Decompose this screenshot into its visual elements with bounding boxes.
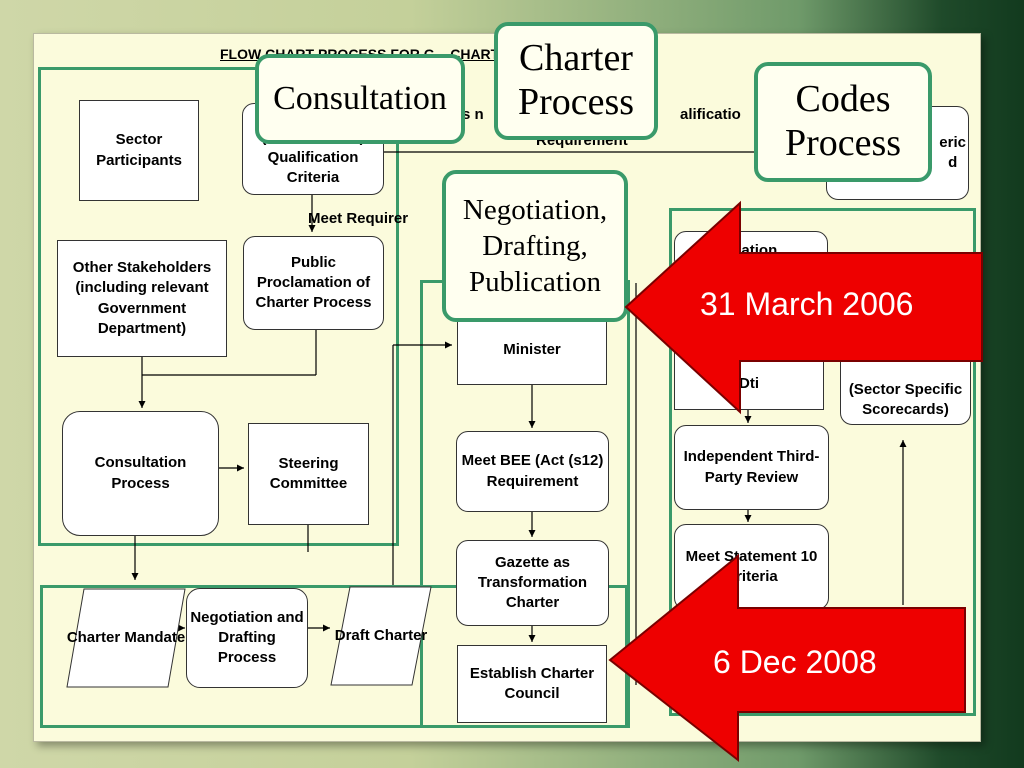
draft-charter-label: Draft Charter <box>334 626 428 644</box>
consultation-callout: Consultation <box>255 54 465 144</box>
consultation-process-box: Consultation Process <box>62 411 219 536</box>
meet-bee-box: Meet BEE (Act (s12) Requirement <box>456 431 609 512</box>
meet-requirements-label: Meet Requirer <box>308 210 409 227</box>
charter-process-callout: Charter Process <box>494 22 658 140</box>
partial-mid-label: s n <box>462 106 484 123</box>
steering-committee-box: Steering Committee <box>248 423 369 525</box>
red-arrow-1 <box>624 200 983 415</box>
negotiation-drafting-box: Negotiation and Drafting Process <box>186 588 308 688</box>
charter-mandate-shape: Charter Mandate <box>66 588 186 688</box>
date-2006-label: 31 March 2006 <box>700 286 914 322</box>
draft-charter-shape: Draft Charter <box>330 586 432 686</box>
red-arrow-2 <box>608 553 966 763</box>
date-2008-label: 6 Dec 2008 <box>713 644 877 680</box>
other-stakeholders-box: Other Stakeholders (including relevant G… <box>57 240 227 357</box>
codes-process-callout: Codes Process <box>754 62 932 182</box>
codes-frame <box>669 208 976 716</box>
gazette-box: Gazette as Transformation Charter <box>456 540 609 626</box>
sector-participants-box: Sector Participants <box>79 100 199 201</box>
independent-review-box: Independent Third-Party Review <box>674 425 829 510</box>
negotiation-callout: Negotiation, Drafting, Publication <box>442 170 628 322</box>
minister-box: Minister <box>457 315 607 385</box>
consultation-frame <box>38 67 399 546</box>
establish-council-box: Establish Charter Council <box>457 645 607 723</box>
charter-mandate-label: Charter Mandate <box>66 628 186 646</box>
public-proclamation-box: Public Proclamation of Charter Process <box>243 236 384 330</box>
partial-qualification-label: alificatio <box>680 106 741 123</box>
